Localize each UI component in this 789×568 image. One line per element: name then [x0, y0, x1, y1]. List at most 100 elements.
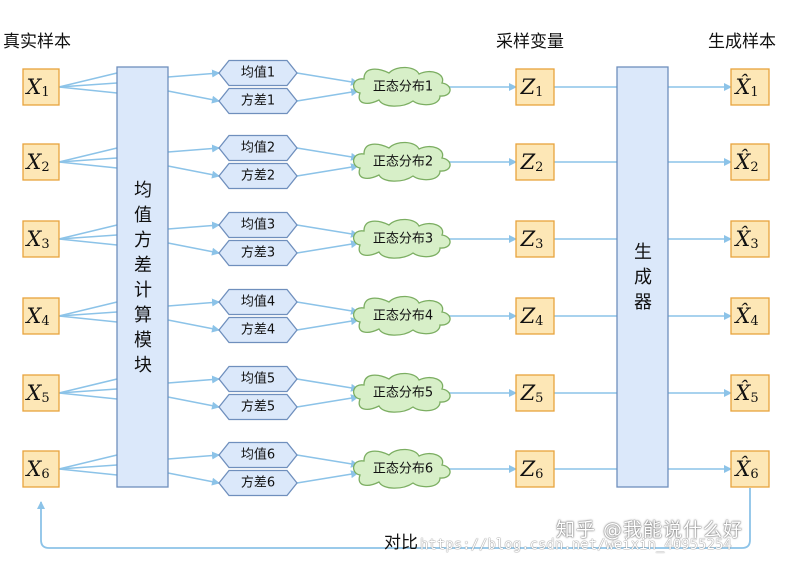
var-label-3: 方差3: [241, 245, 275, 261]
xhat-box-1: [730, 68, 770, 106]
normal-label-5: 正态分布5: [373, 386, 433, 401]
module-to-var-arrow-3: [167, 242, 220, 256]
normal-label-4: 正态分布4: [373, 309, 433, 324]
var-to-normal-arrow-6: [296, 470, 359, 484]
mean-hexagon-6: [218, 441, 298, 469]
normal-cloud-2: [353, 141, 451, 182]
x-to-module-line-a-5: [58, 378, 118, 394]
x-to-module-line-b-6: [58, 468, 118, 476]
mean-var-module-label: 均值方差计算模块: [134, 180, 152, 376]
mean-to-normal-arrow-5: [296, 378, 359, 392]
xhat-box-6: [730, 450, 770, 488]
xhat-label-1: X̂1: [733, 75, 758, 100]
var-to-normal-arrow-1: [296, 88, 359, 102]
mean-hexagon-4: [218, 288, 298, 316]
module-to-var-arrow-6: [167, 472, 220, 486]
x-box-5: [22, 374, 60, 412]
header-generated-samples: 生成样本: [708, 32, 776, 52]
x-to-module-line-c-2: [58, 157, 118, 163]
z-label-2: Z2: [520, 150, 544, 175]
var-label-1: 方差1: [241, 93, 275, 109]
x-to-module-line-c-4: [58, 311, 118, 317]
x-label-1: X1: [24, 75, 49, 100]
var-to-normal-arrow-2: [296, 163, 359, 177]
x-box-4: [22, 297, 60, 335]
var-hexagon-1: [218, 87, 298, 115]
x-label-4: X4: [24, 304, 49, 329]
z-box-6: [515, 450, 555, 488]
x-label-6: X6: [24, 457, 49, 482]
mean-var-module-box: [116, 66, 169, 488]
var-to-normal-arrow-3: [296, 240, 359, 254]
x-to-module-line-b-5: [58, 392, 118, 400]
normal-label-1: 正态分布1: [373, 80, 433, 95]
mean-label-5: 均值5: [241, 371, 275, 387]
x-box-1: [22, 68, 60, 106]
mean-hexagon-1: [218, 59, 298, 87]
var-label-5: 方差5: [241, 399, 275, 415]
module-to-mean-arrow-3: [167, 221, 220, 230]
normal-cloud-6: [353, 448, 451, 489]
z-box-1: [515, 68, 555, 106]
z-label-3: Z3: [520, 227, 544, 252]
xhat-label-2: X̂2: [733, 150, 758, 175]
x-to-module-line-b-1: [58, 86, 118, 94]
xhat-label-3: X̂3: [733, 227, 758, 252]
normal-label-3: 正态分布3: [373, 232, 433, 247]
z-label-6: Z6: [520, 457, 544, 482]
xhat-box-3: [730, 220, 770, 258]
watermark-zhihu: 知乎 @我能说什么好: [556, 519, 744, 541]
mean-to-normal-arrow-2: [296, 147, 359, 161]
normal-cloud-5: [353, 372, 451, 413]
normal-cloud-1: [353, 66, 451, 107]
z-box-4: [515, 297, 555, 335]
xhat-label-4: X̂4: [733, 304, 758, 329]
generator-box: [616, 66, 669, 488]
x-label-5: X5: [24, 381, 49, 406]
mean-label-1: 均值1: [241, 65, 275, 81]
x-to-module-line-c-3: [58, 234, 118, 240]
x-to-module-line-b-4: [58, 315, 118, 323]
mean-to-normal-arrow-4: [296, 301, 359, 315]
mean-to-normal-arrow-3: [296, 224, 359, 238]
module-to-var-arrow-5: [167, 396, 220, 410]
x-box-3: [22, 220, 60, 258]
z-box-2: [515, 143, 555, 181]
x-to-module-line-a-2: [58, 147, 118, 163]
xhat-label-5: X̂5: [733, 381, 758, 406]
var-label-4: 方差4: [241, 322, 275, 338]
mean-label-6: 均值6: [241, 447, 275, 463]
header-sampled-vars: 采样变量: [496, 32, 564, 52]
x-box-6: [22, 450, 60, 488]
xhat-box-5: [730, 374, 770, 412]
x-to-module-line-a-3: [58, 224, 118, 240]
x-to-module-line-c-1: [58, 82, 118, 88]
x-to-module-line-a-4: [58, 301, 118, 317]
module-to-mean-arrow-4: [167, 298, 220, 307]
x-to-module-line-c-6: [58, 464, 118, 470]
compare-loop-arrow: [37, 488, 751, 549]
module-to-mean-arrow-2: [167, 144, 220, 153]
x-to-module-line-c-5: [58, 388, 118, 394]
var-hexagon-3: [218, 239, 298, 267]
module-to-mean-arrow-6: [167, 451, 220, 460]
xhat-label-6: X̂6: [733, 457, 758, 482]
x-label-3: X3: [24, 227, 49, 252]
z-label-1: Z1: [520, 75, 544, 100]
header-real-samples: 真实样本: [3, 32, 71, 52]
module-to-var-arrow-4: [167, 319, 220, 333]
mean-hexagon-5: [218, 365, 298, 393]
normal-cloud-4: [353, 295, 451, 336]
module-to-mean-arrow-1: [167, 69, 220, 78]
normal-label-2: 正态分布2: [373, 155, 433, 170]
xhat-box-2: [730, 143, 770, 181]
mean-hexagon-2: [218, 134, 298, 162]
arrows-layer: [37, 69, 751, 549]
x-label-2: X2: [24, 150, 49, 175]
var-to-normal-arrow-5: [296, 394, 359, 408]
z-label-4: Z4: [520, 304, 544, 329]
normal-cloud-3: [353, 218, 451, 259]
